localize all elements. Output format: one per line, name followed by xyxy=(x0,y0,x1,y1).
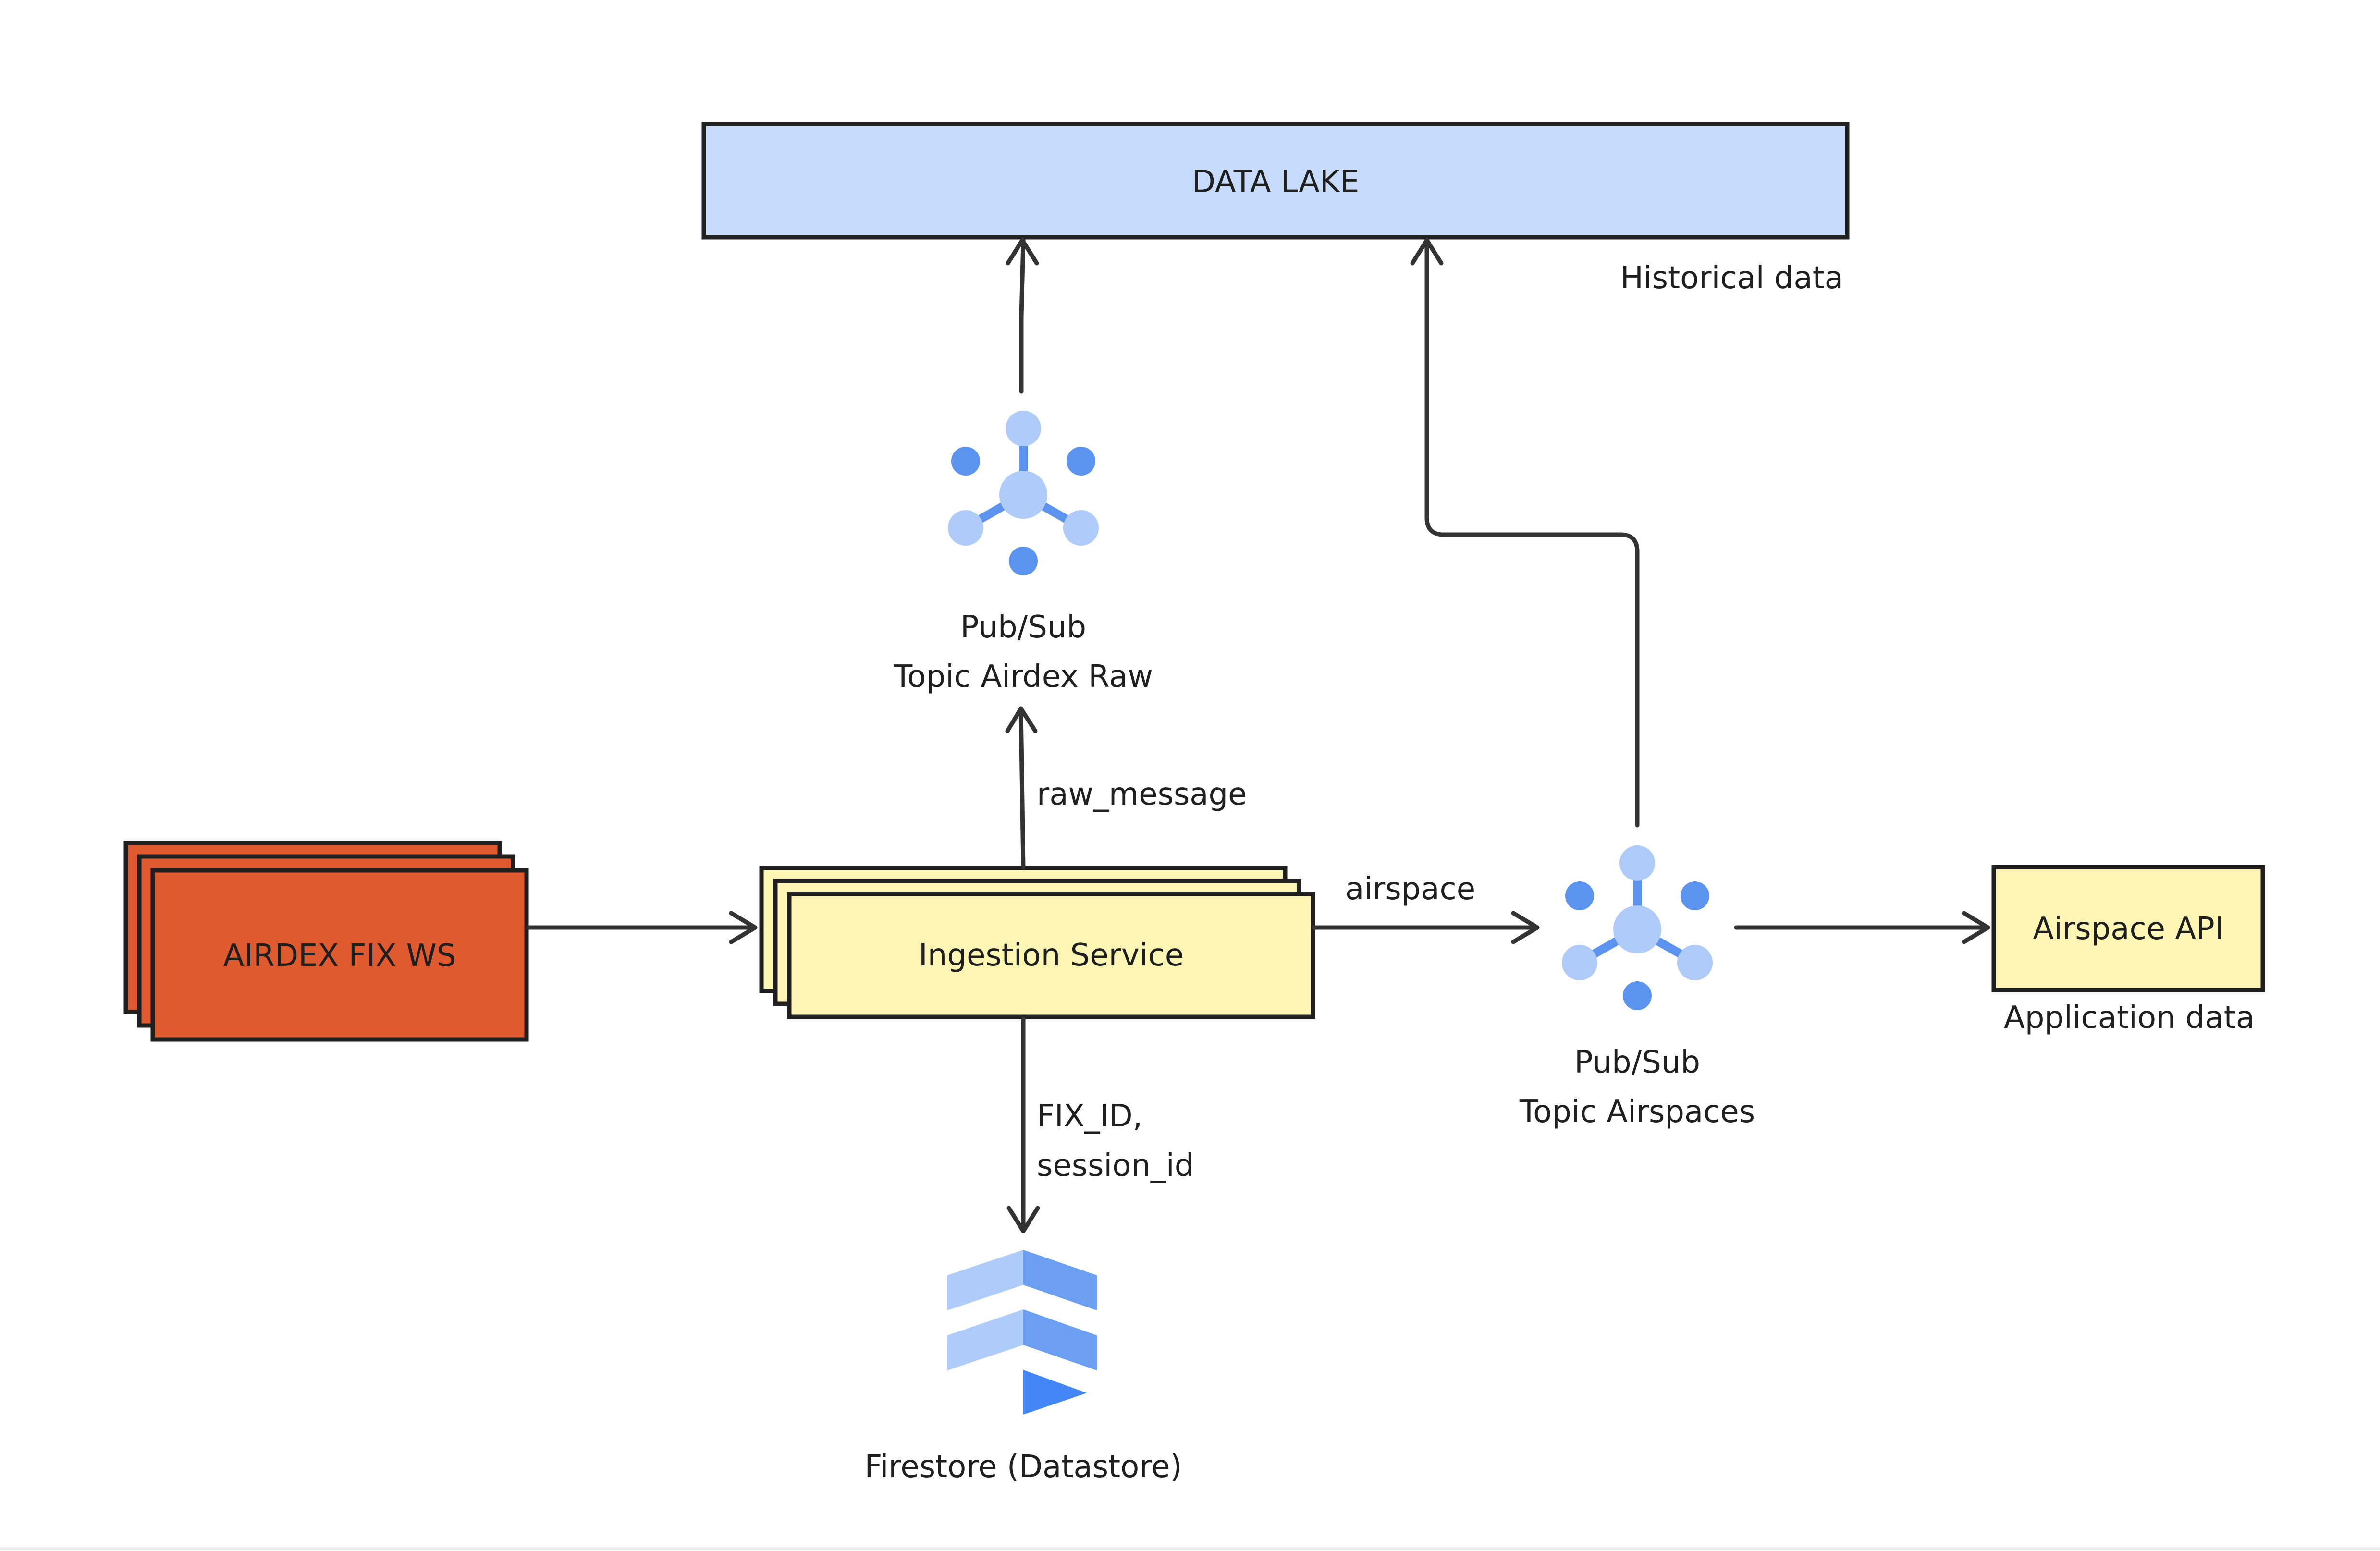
airspace-api-label: Airspace API xyxy=(2033,911,2223,947)
data-lake-node[interactable]: DATA LAKE xyxy=(701,122,1850,240)
pubsub-airspaces-label-line1: Pub/Sub xyxy=(1574,1045,1700,1080)
pubsub-airspaces-label-line2: Topic Airspaces xyxy=(1519,1094,1755,1130)
edge-label-session-id: session_id xyxy=(1037,1148,1194,1184)
data-lake-box xyxy=(701,122,1850,240)
pubsub-airspaces-icon[interactable] xyxy=(1562,845,1713,1010)
airdex-source-node[interactable]: AIRDEX FIX WS xyxy=(123,841,529,1042)
airspace-api-note: Application data xyxy=(2004,1000,2255,1036)
ingestion-service-label: Ingestion Service xyxy=(919,938,1184,973)
edge-ingestion-to-airspaces-topic xyxy=(1312,911,1540,944)
data-lake-note: Historical data xyxy=(1620,260,1843,296)
airdex-source-box xyxy=(150,868,529,1042)
edge-label-airspace: airspace xyxy=(1345,871,1475,907)
firestore-icon[interactable] xyxy=(947,1250,1097,1415)
edge-ingestion-to-firestore xyxy=(1006,1017,1040,1233)
airspace-api-box xyxy=(1991,865,2265,992)
data-lake-label: DATA LAKE xyxy=(1192,164,1360,200)
edge-label-raw-message: raw_message xyxy=(1037,777,1247,812)
airdex-source-label: AIRDEX FIX WS xyxy=(223,938,456,974)
pubsub-raw-label-line2: Topic Airdex Raw xyxy=(893,659,1153,695)
edge-ingestion-to-raw-topic xyxy=(1005,706,1038,869)
pubsub-raw-label-line1: Pub/Sub xyxy=(960,610,1086,645)
edge-airdex-to-ingestion xyxy=(526,911,758,944)
edge-airspaces-topic-to-datalake xyxy=(1410,238,1640,828)
ingestion-service-node[interactable]: Ingestion Service xyxy=(759,866,1315,1019)
edge-airspaces-topic-to-api xyxy=(1734,911,1990,944)
airspace-api-node[interactable]: Airspace API xyxy=(1991,865,2265,992)
firestore-label: Firestore (Datastore) xyxy=(864,1449,1182,1485)
edge-raw-topic-to-datalake xyxy=(1006,238,1039,394)
ingestion-service-box xyxy=(787,892,1315,1019)
pubsub-raw-icon[interactable] xyxy=(948,411,1099,575)
edge-label-fix-id: FIX_ID, xyxy=(1037,1099,1142,1134)
